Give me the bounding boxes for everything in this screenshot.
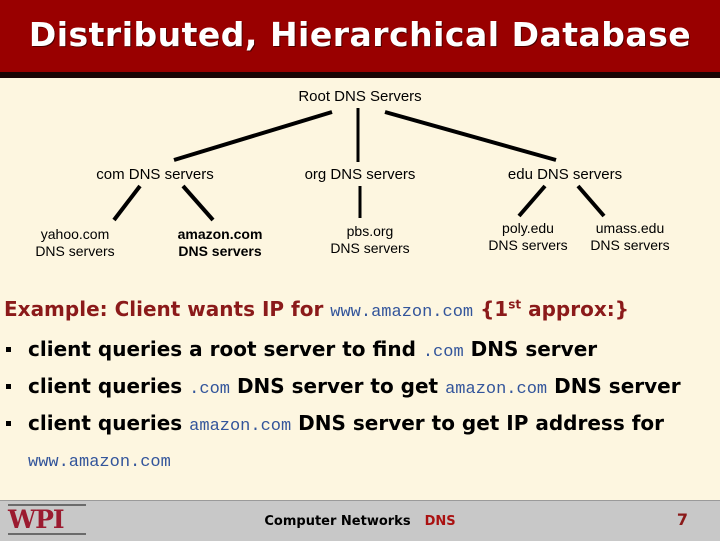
example-suffix-open: {1	[473, 297, 509, 321]
tree-node-poly: poly.edu DNS servers	[455, 220, 601, 254]
example-suffix-superscript: st	[508, 297, 522, 312]
example-prefix: Example: Client wants IP for	[4, 297, 331, 321]
bullet-marker-icon	[6, 347, 11, 352]
example-heading: Example: Client wants IP for www.amazon.…	[4, 296, 720, 326]
banner-underline	[0, 72, 720, 78]
wpi-logo-text: WPI	[8, 505, 65, 534]
tree-node-yahoo: yahoo.com DNS servers	[10, 226, 140, 260]
footer-course-label: Computer Networks	[264, 514, 411, 529]
bullet-3-mono1: amazon.com	[189, 417, 292, 436]
tree-node-root: Root DNS Servers	[230, 88, 490, 105]
edge-edu-to-umass	[576, 184, 606, 218]
example-hostname: www.amazon.com	[330, 303, 474, 322]
tree-node-com-label: com DNS servers	[96, 166, 214, 183]
wpi-logo: WPI	[8, 504, 86, 535]
slide-footer: WPI Computer Networks DNS 7	[0, 500, 720, 541]
dns-hierarchy-diagram: Root DNS Servers com DNS servers org DNS…	[0, 78, 720, 278]
tree-node-umass-line2: DNS servers	[590, 237, 670, 253]
tree-connector-lines	[112, 108, 606, 222]
bullet-3-part2: DNS server to get IP address for	[291, 411, 664, 435]
tree-node-com: com DNS servers	[40, 166, 270, 183]
wpi-logo-rule-top	[8, 504, 86, 506]
footer-center-group: Computer Networks DNS	[0, 512, 720, 530]
edge-com-to-amazon	[181, 184, 215, 222]
tree-node-amazon-line2: DNS servers	[178, 243, 262, 259]
footer-topic-label: DNS	[424, 514, 456, 529]
tree-node-pbs-line1: pbs.org	[346, 223, 394, 239]
edge-root-to-edu	[384, 110, 557, 162]
tree-node-yahoo-line2: DNS servers	[35, 243, 115, 259]
bullet-3-part1: client queries	[28, 411, 190, 435]
tree-node-org-label: org DNS servers	[304, 166, 416, 183]
tree-node-amazon: amazon.com DNS servers	[140, 226, 300, 260]
bullet-2-part2: DNS server to get	[229, 374, 446, 398]
edge-root-to-com	[173, 110, 333, 162]
bullet-2-part1: client queries	[28, 374, 190, 398]
list-item: client queries .com DNS server to get am…	[0, 370, 720, 406]
tree-node-umass-line1: umass.edu	[595, 220, 665, 236]
tree-node-pbs: pbs.org DNS servers	[290, 223, 450, 257]
bullet-marker-icon	[6, 384, 11, 389]
list-item: client queries a root server to find .co…	[0, 333, 720, 369]
bullet-2-part3: DNS server	[547, 374, 681, 398]
tree-node-amazon-line1: amazon.com	[177, 226, 263, 242]
edge-com-to-yahoo	[112, 184, 142, 222]
tree-node-yahoo-line1: yahoo.com	[40, 226, 110, 242]
list-item: client queries amazon.com DNS server to …	[0, 407, 720, 479]
tree-node-pbs-line2: DNS servers	[330, 240, 410, 256]
tree-node-org: org DNS servers	[255, 166, 465, 183]
wpi-logo-rule-bottom	[8, 533, 86, 535]
bullet-marker-icon	[6, 421, 11, 426]
edge-edu-to-poly	[517, 184, 547, 218]
tree-node-edu-label: edu DNS servers	[507, 166, 623, 183]
bullet-2-mono2: amazon.com	[445, 380, 548, 399]
tree-node-umass: umass.edu DNS servers	[555, 220, 705, 254]
tree-node-edu: edu DNS servers	[440, 166, 690, 183]
page-title: Distributed, Hierarchical Database	[28, 15, 692, 54]
bullet-1-mono1: .com	[422, 343, 464, 362]
title-banner: Distributed, Hierarchical Database	[0, 0, 720, 78]
bullet-3-mono2: www.amazon.com	[28, 453, 171, 472]
tree-node-poly-line1: poly.edu	[502, 220, 554, 236]
bullet-1-part2: DNS server	[463, 337, 598, 361]
steps-list: client queries a root server to find .co…	[0, 333, 720, 480]
bullet-1-part1: client queries a root server to find	[28, 337, 423, 361]
bullet-2-mono1: .com	[189, 380, 230, 399]
page-number: 7	[676, 510, 688, 529]
example-suffix-close: approx:}	[521, 297, 629, 321]
tree-node-poly-line2: DNS servers	[488, 237, 568, 253]
tree-node-root-label: Root DNS Servers	[298, 88, 422, 105]
